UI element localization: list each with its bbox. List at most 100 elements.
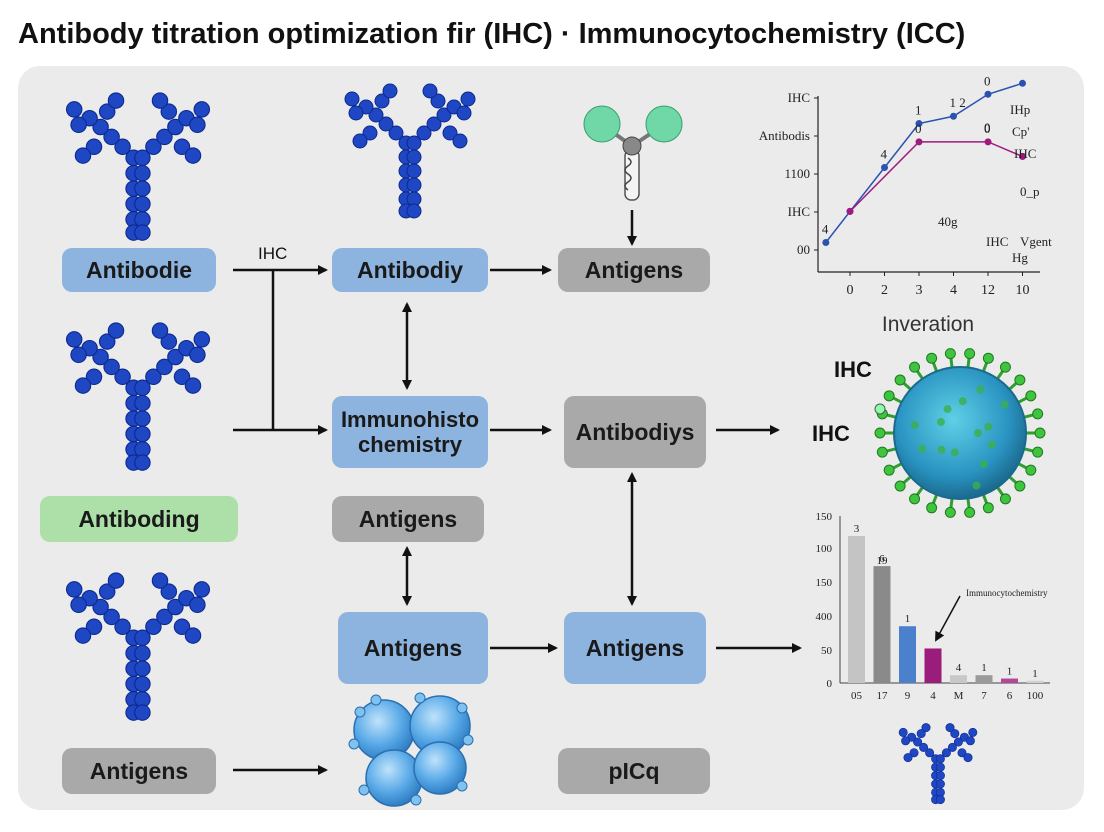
virus-label-ihc-top: IHC xyxy=(834,357,872,382)
virus-surface-dot xyxy=(984,422,993,431)
bar-chart-category-label: 05 xyxy=(851,690,863,702)
virus-spike-tip xyxy=(926,502,938,514)
virus-surface-dot xyxy=(910,420,919,429)
virus-spike-tip xyxy=(982,352,994,364)
bar-chart-data-label: 1 xyxy=(1007,666,1013,678)
bar-chart-bar xyxy=(1001,678,1018,683)
bar-chart-data-label: 6 xyxy=(879,553,885,565)
line-chart-series-line xyxy=(849,141,1023,212)
bar-chart-data-label: 3 xyxy=(854,523,860,535)
bar-chart-category-label: M xyxy=(954,690,964,702)
line-chart-point xyxy=(1019,153,1026,160)
bar-chart-category-label: 4 xyxy=(930,690,936,702)
line-chart-x-tick-label: 4 xyxy=(950,283,957,298)
line-chart-x-tick-label: 2 xyxy=(881,283,888,298)
virus-spike-tip xyxy=(894,374,906,386)
virus-surface-dot xyxy=(974,429,982,437)
line-chart-point xyxy=(1019,79,1026,87)
line-chart-y-tick-label: IHC xyxy=(788,90,810,105)
bar-chart-bar xyxy=(950,675,967,683)
bar-chart-bar xyxy=(899,626,916,683)
virus-spike-tip xyxy=(894,480,906,492)
box-antiboding: Antiboding xyxy=(40,496,238,542)
virus-pointer-dot xyxy=(874,403,886,415)
virus-surface-dot xyxy=(937,445,946,454)
box-antigens-top: Antigens xyxy=(558,248,710,292)
bar-chart-y-tick-label: 150 xyxy=(816,577,833,589)
line-chart-y-tick-label: IHC xyxy=(788,204,810,219)
virus-spike-tip xyxy=(1014,374,1026,386)
line-chart-point-label: 0 xyxy=(984,121,991,136)
antibody-icon xyxy=(64,571,212,722)
line-chart-y-tick-label: 00 xyxy=(797,242,810,257)
bar-chart-category-label: 7 xyxy=(981,690,987,702)
box-antigens-bottom: Antigens xyxy=(62,748,216,794)
line-chart-point-label: 0 xyxy=(984,73,991,88)
page-title: Antibody titration optimization fir (IHC… xyxy=(18,18,966,50)
virus-spike-tip xyxy=(1025,464,1037,476)
line-chart-annotation: Vgent xyxy=(1020,234,1052,249)
virus-spike-tip xyxy=(909,493,921,505)
virus-surface-dot xyxy=(1000,400,1009,409)
virus-surface-dot xyxy=(972,481,981,490)
bar-chart-bar xyxy=(924,648,942,683)
virus-icon xyxy=(874,348,1046,518)
line-chart-annotation: Hg xyxy=(1012,250,1028,265)
virus-spike-tip xyxy=(1025,390,1037,402)
box-antigens-low-b: Antigens xyxy=(564,612,706,684)
line-chart-annotation: 0 xyxy=(984,120,991,135)
bar-chart-annotation-arrow xyxy=(935,595,961,642)
box-antibodiys: Antibodiys xyxy=(564,396,706,468)
line-chart-point-label: 4 xyxy=(822,222,829,237)
bar-chart-y-tick-label: 150 xyxy=(816,511,833,523)
virus-surface-dot xyxy=(918,444,927,453)
arrow-label-ihc: IHC xyxy=(258,244,288,263)
line-chart-y-tick-label: 1100 xyxy=(784,166,810,181)
antibody-icon xyxy=(343,82,477,220)
box-immunohistochemistry: Immunohisto chemistry xyxy=(332,396,488,468)
bar-chart-y-tick-label: 0 xyxy=(827,678,833,690)
line-chart-point-label: 1 2 xyxy=(950,95,966,110)
line-chart-point xyxy=(915,120,923,128)
bar-chart-data-label: 1 xyxy=(981,662,987,674)
virus-spike-tip xyxy=(944,348,956,360)
virus-surface-dot xyxy=(943,405,952,414)
bar-chart-y-tick-label: 400 xyxy=(816,611,833,623)
line-chart-x-tick-label: 0 xyxy=(847,283,854,298)
line-chart-point xyxy=(846,207,854,215)
line-chart-point xyxy=(984,90,992,98)
line-chart-point xyxy=(822,239,830,247)
bar-chart-category-label: 6 xyxy=(1007,690,1013,702)
line-chart-annotation: IHp xyxy=(1010,102,1030,117)
virus-spike-tip xyxy=(1032,408,1044,420)
antigen-cluster-icon xyxy=(348,692,474,807)
bar-chart-annotation: Immunocytochemistry xyxy=(966,588,1048,598)
virus-surface-dot xyxy=(979,459,988,468)
box-antigens-low-a: Antigens xyxy=(338,612,488,684)
virus-surface-dot xyxy=(950,448,959,457)
virus-surface-dot xyxy=(987,440,996,449)
virus-spike-tip xyxy=(876,446,888,458)
antibody-icon xyxy=(64,91,212,242)
virus-spike-tip xyxy=(999,361,1011,373)
virus-spike-tip xyxy=(874,427,886,439)
line-chart-x-tick-label: 10 xyxy=(1016,283,1030,298)
line-chart-point-label: 0 xyxy=(915,121,922,136)
bar-chart-bar xyxy=(1026,680,1044,683)
line-chart-point xyxy=(881,163,888,171)
line-chart-y-tick-label: Antibodis xyxy=(759,128,810,143)
antibody-icon xyxy=(64,321,212,472)
virus-spike-tip xyxy=(964,506,976,518)
line-chart-x-tick-label: 3 xyxy=(916,283,923,298)
virus-spike-tip xyxy=(944,506,956,518)
box-antibodiy: Antibodiy xyxy=(332,248,488,292)
line-chart-point-label: 1 xyxy=(915,103,922,118)
box-antibodie: Antibodie xyxy=(62,248,216,292)
virus-surface-dot xyxy=(976,385,985,394)
bar-chart-bar xyxy=(873,566,891,683)
bar-chart-data-label: 4 xyxy=(956,662,962,674)
virus-spike-tip xyxy=(883,390,895,402)
bar-chart-data-label: 1 xyxy=(1032,668,1038,680)
